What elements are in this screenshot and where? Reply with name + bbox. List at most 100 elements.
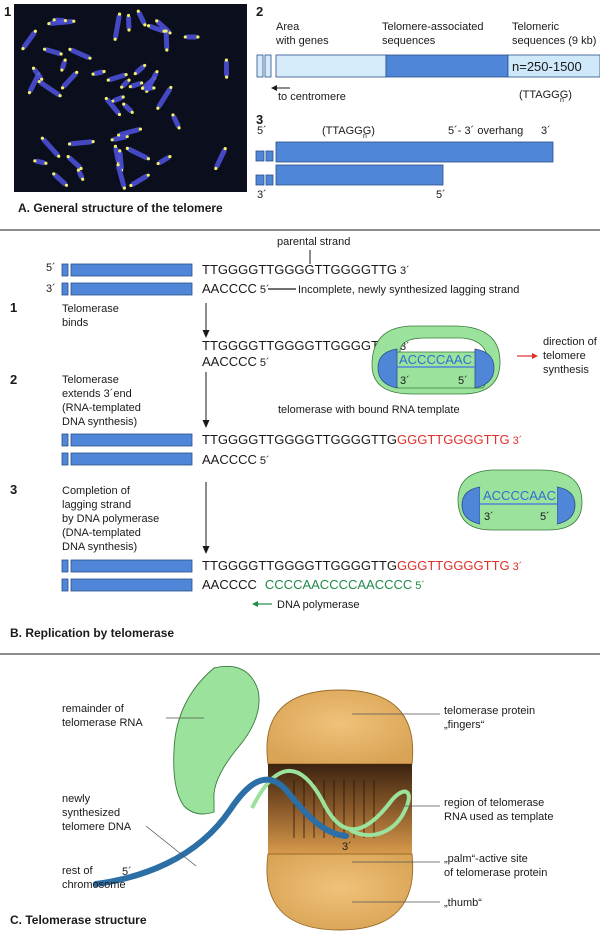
step3-line5: DNA synthesis) bbox=[62, 541, 137, 553]
telomere-signal-dot bbox=[177, 126, 181, 130]
panel-c-caption: C. Telomerase structure bbox=[10, 913, 147, 927]
telomere-signal-dot bbox=[72, 19, 76, 23]
telomere-signal-dot bbox=[106, 78, 110, 82]
enzyme1-5prime: 5´ bbox=[458, 375, 468, 387]
gene-area-bar bbox=[275, 54, 387, 78]
step2-line1: Telomerase bbox=[62, 374, 119, 386]
telomere-signal-dot bbox=[113, 144, 118, 149]
chromosome bbox=[157, 155, 171, 165]
template-region-label-2: RNA used as template bbox=[444, 811, 553, 823]
telomere-signal-dot bbox=[120, 85, 124, 89]
telomere-signal-dot bbox=[125, 134, 129, 139]
fingers-label-2: „fingers“ bbox=[444, 719, 485, 731]
telomere-signal-dot bbox=[117, 12, 122, 16]
telomerase-enzyme-2: ACCCCAAC 3´ 5´ bbox=[457, 469, 583, 531]
palm-label-2: of telomerase protein bbox=[444, 867, 547, 879]
step1-number: 1 bbox=[10, 300, 17, 315]
step3-line2: lagging strand bbox=[62, 499, 131, 511]
row0-3prime: 3´ bbox=[46, 283, 56, 295]
telomere-signal-dot bbox=[59, 52, 63, 56]
telomere-signal-dot bbox=[21, 47, 25, 51]
parental-strand-label: parental strand bbox=[277, 236, 350, 248]
chromosome bbox=[112, 134, 128, 142]
step3-number: 3 bbox=[10, 482, 17, 497]
telomere-signal-dot bbox=[113, 37, 117, 41]
telomere-signal-dot bbox=[155, 19, 159, 23]
step3-line1: Completion of bbox=[62, 485, 131, 497]
palm-label-1: „palm“-active site bbox=[444, 853, 528, 865]
enzyme2-5prime: 5´ bbox=[540, 511, 550, 523]
telomere-signal-dot bbox=[124, 73, 128, 77]
telomere-signal-dot bbox=[162, 29, 166, 33]
chromosome bbox=[34, 158, 46, 166]
telomere-signal-dot bbox=[224, 58, 228, 62]
chromosome bbox=[120, 79, 130, 88]
telomere-signal-dot bbox=[47, 21, 51, 26]
telomere-signal-dot bbox=[91, 140, 95, 144]
telomere-signal-dot bbox=[27, 91, 32, 95]
row2-bottom-stub bbox=[61, 452, 69, 466]
rna-template-seq-1: ACCCCAAC bbox=[399, 352, 472, 367]
telomere-signal-dot bbox=[126, 13, 131, 18]
chromosome-spread bbox=[21, 9, 230, 190]
direction-label-2: telomere bbox=[543, 350, 586, 362]
overhang-3prime: 3´ bbox=[541, 125, 551, 137]
step2-number: 2 bbox=[10, 372, 17, 387]
row0-bottom-bar bbox=[70, 282, 193, 296]
panel-a-number-1: 1 bbox=[4, 4, 11, 19]
template-end-right bbox=[474, 348, 495, 389]
telomere-signal-dot bbox=[165, 48, 169, 52]
chromosome bbox=[28, 73, 41, 93]
arrow-down-icon bbox=[202, 330, 210, 338]
chromosome bbox=[108, 72, 127, 82]
lagging-strand-note: Incomplete, newly synthesized lagging st… bbox=[298, 284, 519, 296]
bottom-strand-3prime: 3´ bbox=[257, 189, 267, 201]
chromosome bbox=[223, 60, 230, 78]
new-dna-label-3: telomere DNA bbox=[62, 821, 132, 833]
panel-a-number-3: 3 bbox=[256, 112, 263, 127]
telomere-signal-dot bbox=[42, 47, 47, 51]
chromosome bbox=[53, 173, 68, 187]
telomere-signal-dot bbox=[146, 24, 151, 28]
chromosome bbox=[171, 114, 181, 129]
chromosome bbox=[41, 137, 60, 157]
chromosome bbox=[93, 69, 105, 77]
chromosome bbox=[123, 103, 133, 114]
chromosome bbox=[127, 146, 149, 161]
protein-thumb bbox=[266, 853, 414, 931]
telomere-signal-dot bbox=[128, 85, 132, 89]
label-telomeric-1: Telomeric bbox=[512, 21, 560, 33]
new-dna-label-1: newly bbox=[62, 793, 91, 805]
rna-remainder-label-2: telomerase RNA bbox=[62, 717, 143, 729]
panel-a-number-2: 2 bbox=[256, 4, 263, 19]
chromosome bbox=[105, 97, 121, 116]
telomere-signal-dot bbox=[37, 79, 41, 84]
telomere-signal-dot bbox=[66, 155, 70, 159]
top-strand-5prime: 5´ bbox=[257, 125, 267, 137]
top-strand-bar bbox=[275, 141, 554, 163]
telomere-signal-dot bbox=[63, 58, 67, 62]
telomere-signal-dot bbox=[88, 56, 92, 60]
dna-polymerase-label: DNA polymerase bbox=[277, 599, 360, 611]
chromosome bbox=[130, 173, 149, 187]
telomere-signal-dot bbox=[116, 163, 120, 167]
chromosome bbox=[69, 47, 91, 60]
telomere-signal-dot bbox=[127, 28, 131, 32]
to-centromere-label: to centromere bbox=[278, 91, 346, 103]
chromosome bbox=[136, 10, 147, 26]
row2-top-bar bbox=[70, 433, 193, 447]
telomere-signal-dot bbox=[64, 183, 69, 187]
chromosome-label-1: rest of bbox=[62, 865, 94, 877]
telomere-signal-dot bbox=[140, 81, 144, 85]
chromosome bbox=[163, 31, 170, 51]
telomere-signal-dot bbox=[57, 154, 61, 158]
step1-line2: binds bbox=[62, 317, 89, 329]
telomere-associated-bar bbox=[385, 54, 509, 78]
telomere-signal-dot bbox=[63, 19, 68, 23]
telomere-signal-dot bbox=[143, 63, 147, 68]
enzyme2-3prime: 3´ bbox=[484, 511, 494, 523]
